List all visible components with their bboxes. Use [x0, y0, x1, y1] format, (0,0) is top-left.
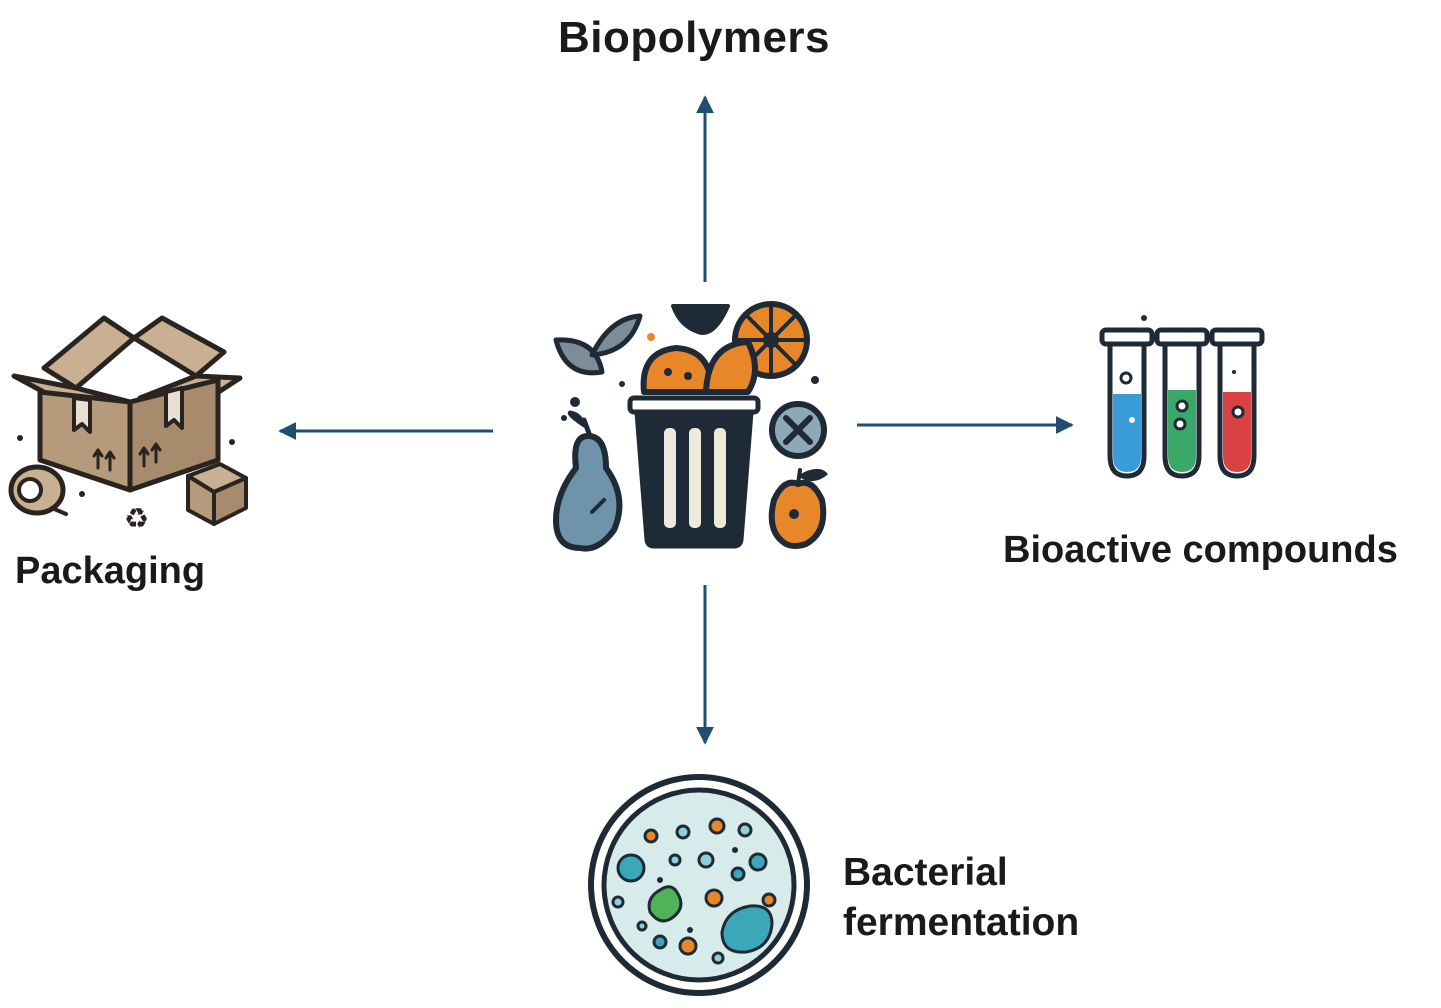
petri-dish-icon [588, 774, 810, 996]
arrows [278, 95, 1074, 745]
bacterial-fermentation-label: Bacterial fermentation [843, 848, 1079, 948]
packaging-label: Packaging [15, 550, 206, 592]
test-tube-red-icon [1209, 327, 1265, 479]
bioactive-compounds-label: Bioactive compounds [1003, 529, 1398, 571]
x-circle-icon [769, 401, 827, 459]
food-scrap-icon [703, 339, 758, 395]
small-box-icon [186, 462, 248, 526]
food-scrap-icon [640, 345, 715, 395]
leaf-icon [589, 313, 643, 358]
leaf-icon [553, 337, 605, 376]
cardboard-box-icon: ♻ [8, 315, 248, 535]
biopolymers-label: Biopolymers [558, 13, 831, 62]
test-tubes-icon [1099, 315, 1265, 479]
test-tube-green-icon [1154, 327, 1210, 479]
leaf-icon [671, 304, 730, 335]
bacterial-fermentation-line1: Bacterial [843, 851, 1008, 894]
bacterial-fermentation-line2: fermentation [843, 901, 1080, 944]
bacteria-colonies [611, 817, 777, 965]
fruit-icon [768, 468, 828, 549]
food-waste-bin-icon [553, 301, 828, 552]
tape-roll-icon [8, 464, 68, 516]
recycle-icon: ♻ [124, 502, 149, 535]
pear-icon [553, 410, 623, 552]
test-tube-blue-icon [1099, 327, 1155, 479]
